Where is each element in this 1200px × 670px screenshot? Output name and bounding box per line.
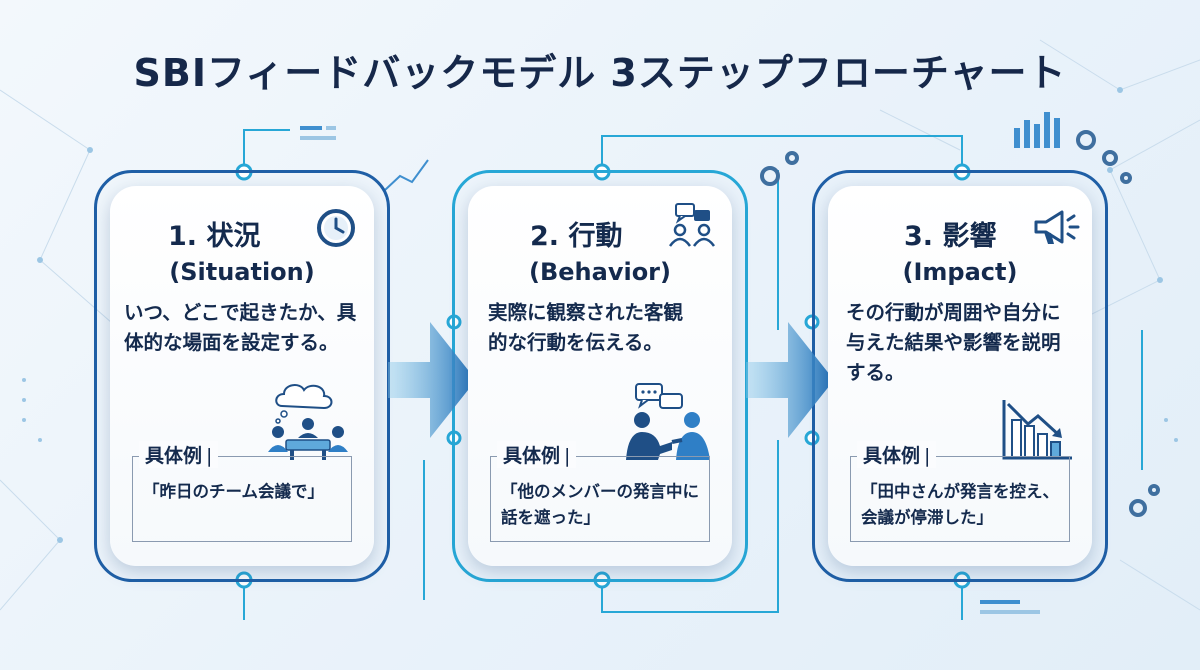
step2-description: 実際に観察された客観的な行動を伝える。 <box>488 301 684 354</box>
step3-example-box: 具体例| 「田中さんが発言を控え、会議が停滞した」 <box>850 441 1070 542</box>
step2-example-label: 具体例| <box>497 441 577 468</box>
people-chat-icon <box>668 203 716 247</box>
step2-card: 2. 行動 (Behavior) 実際に観察された客観的な行動を伝える。 具体例… <box>468 186 732 566</box>
step1-example-label-text: 具体例 <box>145 445 203 467</box>
step1-description: いつ、どこで起きたか、具体的な場面を設定する。 <box>124 301 357 354</box>
step3-example-text: 「田中さんが発言を控え、会議が停滞した」 <box>861 482 1059 527</box>
step1-subtitle: (Situation) <box>169 258 315 286</box>
megaphone-icon <box>1034 210 1080 244</box>
step3-subtitle: (Impact) <box>902 258 1018 286</box>
meeting-table-icon <box>268 384 348 460</box>
step3-card: 3. 影響 (Impact) その行動が周囲や自分に与えた結果や影響を説明する。… <box>828 186 1092 566</box>
step3-example-label-text: 具体例 <box>863 445 921 467</box>
step1-example-label: 具体例| <box>139 441 219 468</box>
two-people-talking-icon <box>626 383 710 460</box>
flow-arrow-1-to-2 <box>388 322 476 438</box>
step3-description: その行動が周囲や自分に与えた結果や影響を説明する。 <box>846 301 1061 384</box>
step2-example-text: 「他のメンバーの発言中に話を遮った」 <box>501 482 699 527</box>
declining-chart-icon <box>1002 400 1072 460</box>
step2-subtitle: (Behavior) <box>529 258 671 286</box>
step1-example-box: 具体例| 「昨日のチーム会議で」 <box>132 441 352 542</box>
page-title: SBIフィードバックモデル 3ステップフローチャート <box>133 51 1067 95</box>
step3-example-label: 具体例| <box>857 441 937 468</box>
clock-icon <box>317 209 355 247</box>
step1-example-text: 「昨日のチーム会議で」 <box>143 482 325 501</box>
step2-example-label-text: 具体例 <box>503 445 561 467</box>
step1-card: 1. 状況 (Situation) いつ、どこで起きたか、具体的な場面を設定する… <box>110 186 374 566</box>
step1-title: 1. 状況 <box>168 221 261 252</box>
step3-title: 3. 影響 <box>904 221 997 252</box>
step2-example-box: 具体例| 「他のメンバーの発言中に話を遮った」 <box>490 441 710 542</box>
flow-arrow-2-to-3 <box>746 322 834 438</box>
step2-title: 2. 行動 <box>530 221 623 252</box>
